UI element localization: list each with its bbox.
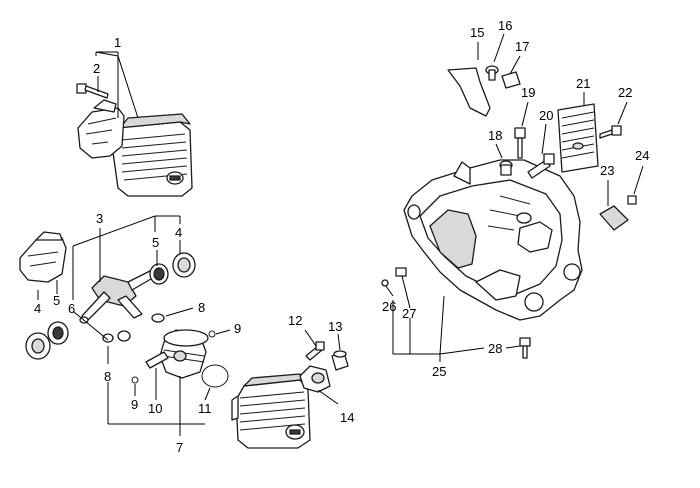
callout-8b: 8: [104, 369, 111, 384]
callout-11: 11: [198, 401, 212, 416]
callout-6: 6: [68, 301, 75, 316]
needle-bearing-8-lower: [102, 330, 131, 343]
callout-10: 10: [148, 401, 162, 416]
bracket-14: [299, 365, 331, 393]
callout-1: 1: [114, 35, 121, 50]
callout-14: 14: [340, 410, 354, 425]
callout-15: 15: [470, 25, 484, 40]
bolt-28: [519, 337, 531, 359]
seal-4-lower: [25, 332, 51, 360]
piston-7: [159, 329, 209, 379]
plate-17: [501, 71, 521, 89]
callout-9a: 9: [234, 321, 241, 336]
callout-25: 25: [432, 364, 446, 379]
muffler-shield-top: [77, 99, 125, 159]
plate-21: [557, 103, 599, 173]
callout-27: 27: [402, 306, 416, 321]
cylinder-bottom: [231, 373, 311, 449]
screw-12: [305, 341, 325, 361]
callout-8a: 8: [198, 300, 205, 315]
crankshaft: [79, 269, 157, 324]
cylinder-top: [111, 113, 193, 197]
callout-12: 12: [288, 313, 302, 328]
bracket-23: [599, 205, 629, 231]
circlip-9-lower: [131, 376, 139, 384]
callout-7: 7: [176, 440, 183, 455]
bolt-19: [514, 127, 526, 159]
callout-18: 18: [488, 128, 502, 143]
callout-19: 19: [521, 85, 535, 100]
bearing-5-lower: [47, 321, 69, 345]
tensioner-20: [527, 153, 555, 179]
needle-bearing-8-upper: [151, 313, 165, 323]
seal-4-upper: [172, 252, 196, 278]
callout-13: 13: [328, 319, 342, 334]
bearing-5-upper: [149, 263, 169, 285]
callout-4a: 4: [175, 225, 182, 240]
callout-3: 3: [96, 211, 103, 226]
pin-27: [381, 279, 389, 287]
callout-9b: 9: [131, 397, 138, 412]
callout-numbers: 1 2 3 4 4 5 5 6 7 8 8 9 9 10 11 12 13 14…: [34, 18, 649, 455]
callout-24: 24: [635, 148, 649, 163]
callout-5b: 5: [53, 293, 60, 308]
callout-21: 21: [576, 76, 590, 91]
callout-16: 16: [498, 18, 512, 33]
leader-lines: [37, 33, 644, 436]
circlip-9-upper: [208, 330, 216, 338]
screw-16: [485, 65, 499, 81]
callout-23: 23: [600, 163, 614, 178]
crankcase-half-left: [19, 231, 67, 283]
callout-4b: 4: [34, 301, 41, 316]
callout-2: 2: [93, 61, 100, 76]
screw-24: [627, 195, 637, 205]
callout-17: 17: [515, 39, 529, 54]
callout-26: 26: [382, 299, 396, 314]
piston-ring-11: [201, 364, 229, 388]
callout-5a: 5: [152, 235, 159, 250]
callout-28: 28: [488, 341, 502, 356]
crankcase-25: [403, 159, 583, 321]
bolt-26: [395, 267, 407, 277]
bolt-22: [599, 125, 622, 139]
bolt-18: [499, 160, 513, 176]
spark-plug-cap-13: [331, 350, 349, 371]
callout-20: 20: [539, 108, 553, 123]
plate-15: [447, 67, 491, 117]
bolt-2: [76, 83, 109, 99]
callout-22: 22: [618, 85, 632, 100]
piston-pin-10: [145, 351, 169, 369]
